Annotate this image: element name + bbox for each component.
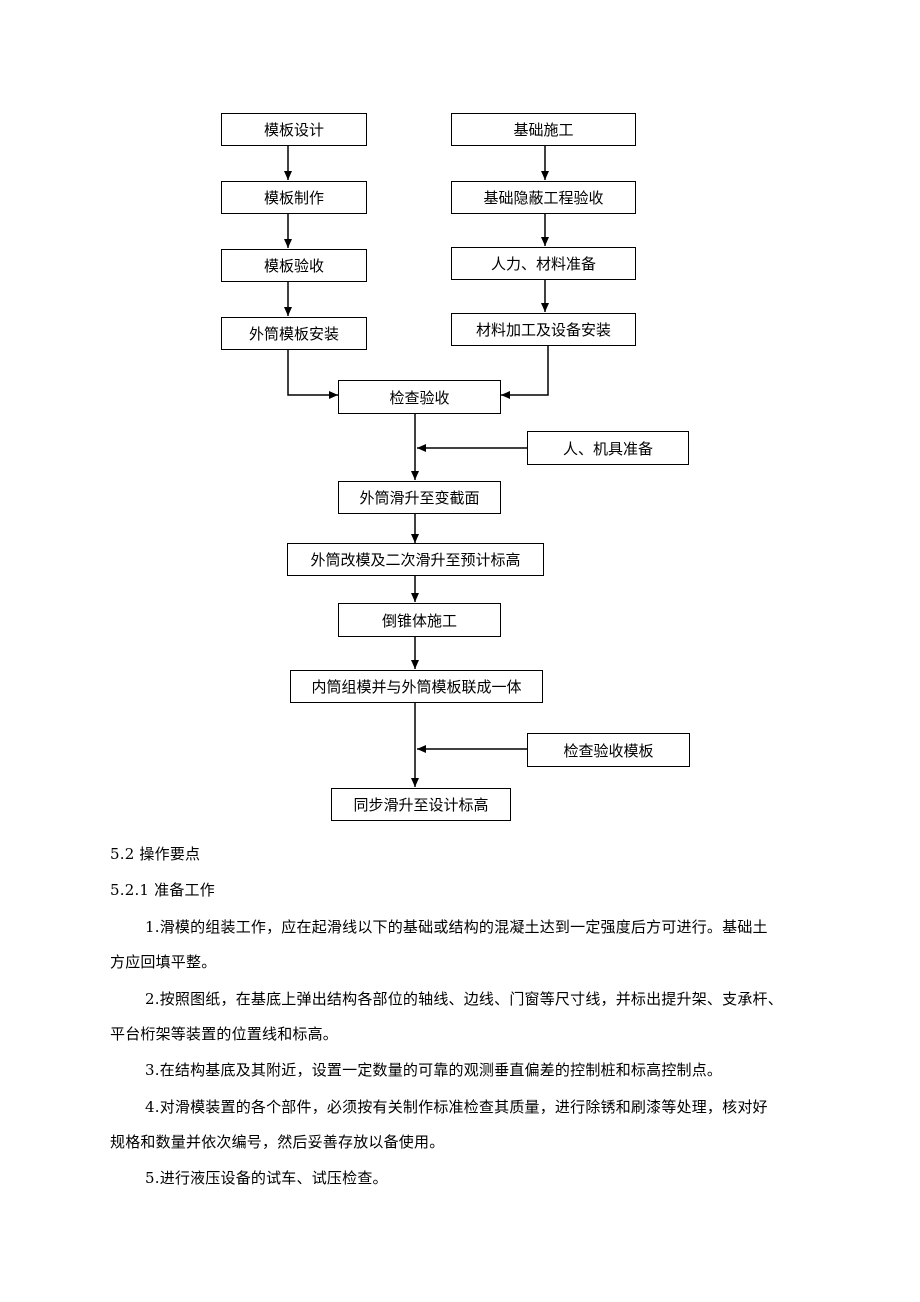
paragraph-item-3-line-1: 3.在结构基底及其附近，设置一定数量的可靠的观测垂直偏差的控制桩和标高控制点。 [145, 1061, 723, 1079]
paragraph-item-2-line-2: 平台桁架等装置的位置线和标高。 [110, 1025, 339, 1043]
section-heading-5-2: 5.2 操作要点 [110, 845, 201, 863]
paragraph-item-4-line-1: 4.对滑模装置的各个部件，必须按有关制作标准检查其质量，进行除锈和刷漆等处理，核… [145, 1098, 768, 1116]
flow-node-sync-slide-to-design-height: 同步滑升至设计标高 [331, 788, 511, 821]
flow-node-inner-template-join-outer: 内筒组模并与外筒模板联成一体 [290, 670, 543, 703]
flow-node-outer-slide-to-section-change: 外筒滑升至变截面 [338, 481, 501, 514]
paragraph-item-4-line-2: 规格和数量并依次编号，然后妥善存放以备使用。 [110, 1133, 445, 1151]
flow-node-outer-template-install: 外筒模板安装 [221, 317, 367, 350]
flow-node-foundation-construction: 基础施工 [451, 113, 636, 146]
flow-node-inspect-template: 检查验收模板 [527, 733, 690, 767]
flow-node-template-design: 模板设计 [221, 113, 367, 146]
paragraph-item-2-line-1: 2.按照图纸，在基底上弹出结构各部位的轴线、边线、门窗等尺寸线，并标出提升架、支… [145, 990, 783, 1008]
arrow-n4-n9 [287, 350, 338, 399]
section-heading-5-2-1: 5.2.1 准备工作 [110, 881, 215, 899]
flow-node-template-making: 模板制作 [221, 181, 367, 214]
paragraph-item-1-line-1: 1.滑模的组装工作，应在起滑线以下的基础或结构的混凝土达到一定强度后方可进行。基… [145, 918, 768, 936]
arrow-n8-n9 [501, 346, 549, 399]
flow-node-material-processing-install: 材料加工及设备安装 [451, 313, 636, 346]
flow-node-foundation-hidden-acceptance: 基础隐蔽工程验收 [451, 181, 636, 214]
paragraph-item-5-line-1: 5.进行液压设备的试车、试压检查。 [145, 1169, 388, 1187]
paragraph-item-1-line-2: 方应回填平整。 [110, 953, 217, 971]
flow-node-inspection-acceptance: 检查验收 [338, 380, 501, 414]
flow-node-manpower-material-prep: 人力、材料准备 [451, 247, 636, 280]
flow-node-inverted-cone-construction: 倒锥体施工 [338, 603, 501, 637]
flowchart-connectors [284, 146, 549, 787]
flow-node-personnel-machinery-prep: 人、机具准备 [527, 431, 689, 465]
flow-node-template-acceptance: 模板验收 [221, 249, 367, 282]
flow-node-outer-remold-second-slide: 外筒改模及二次滑升至预计标高 [287, 543, 544, 576]
